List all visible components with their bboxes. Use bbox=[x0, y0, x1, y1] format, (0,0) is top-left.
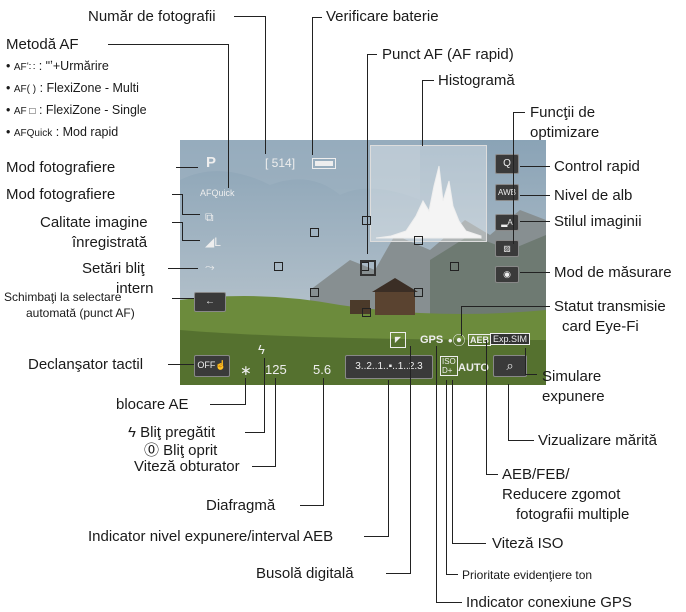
af-face-text: : ʺʼ+Urmărire bbox=[38, 59, 109, 73]
label-diafragma: Diafragmă bbox=[206, 497, 276, 514]
label-busola: Busolă digitală bbox=[256, 565, 354, 582]
image-quality-icon: ◢L bbox=[205, 235, 221, 249]
label-numar-fotografii: Număr de fotografii bbox=[88, 8, 216, 25]
af-point bbox=[362, 216, 371, 225]
label-simulare-2: expunere bbox=[542, 388, 605, 405]
af-method-indicator: AFQuick bbox=[200, 188, 235, 198]
exposure-simulation-indicator: Exp.SIM bbox=[490, 333, 531, 345]
label-gps-conexiune: Indicator conexiune GPS bbox=[466, 594, 632, 611]
label-indicator-expunere: Indicator nivel expunere/interval AEB bbox=[88, 528, 334, 545]
af-single-glyph: AF □ bbox=[13, 106, 36, 117]
label-control-rapid: Control rapid bbox=[554, 158, 640, 175]
af-list-item-face: • AFʽ∷ : ʺʼ+Urmărire bbox=[6, 59, 109, 73]
label-stilul-imaginii: Stilul imaginii bbox=[554, 213, 642, 230]
shots-remaining: [ 514] bbox=[265, 156, 296, 170]
af-list-item-quick: • AFQuick : Mod rapid bbox=[6, 125, 119, 139]
label-punct-af: Punct AF (AF rapid) bbox=[382, 46, 514, 63]
af-point bbox=[310, 288, 319, 297]
quick-control-button[interactable]: Q bbox=[495, 154, 519, 174]
af-list-item-multi: • AF( ) : FlexiZone - Multi bbox=[6, 81, 139, 95]
af-quick-glyph: AFQuick bbox=[13, 128, 53, 139]
label-nivel-alb: Nivel de alb bbox=[554, 187, 633, 204]
label-aeb-3: fotografii multiple bbox=[516, 506, 630, 523]
white-balance-indicator: AWB bbox=[495, 184, 519, 201]
label-mod-masurare: Mod de măsurare bbox=[554, 264, 672, 281]
af-face-glyph: AFʽ∷ bbox=[13, 62, 36, 73]
label-statut-eyefi-2: card Eye-Fi bbox=[562, 318, 639, 335]
label-setari-blit-1: Setări bliţ bbox=[82, 260, 145, 277]
label-viteza-obturator: Viteză obturator bbox=[134, 458, 240, 475]
af-point bbox=[310, 228, 319, 237]
label-blocare-ae: blocare AE bbox=[116, 396, 189, 413]
label-prioritate-ton: Prioritate evidenţiere ton bbox=[462, 568, 593, 582]
label-histograma: Histogramă bbox=[438, 72, 515, 89]
label-vizualizare-marita: Vizualizare mărită bbox=[538, 432, 657, 449]
digital-compass-icon: ◤ bbox=[390, 332, 406, 348]
auto-lighting-optimizer-icon: ▨ bbox=[495, 240, 519, 257]
af-switch-button[interactable]: ← bbox=[194, 292, 226, 312]
af-multi-glyph: AF( ) bbox=[13, 84, 37, 95]
label-metoda-af: Metodă AF bbox=[6, 36, 79, 53]
af-single-text: : FlexiZone - Single bbox=[38, 103, 147, 117]
label-mod-fotografiere-2: Mod fotografiere bbox=[6, 186, 116, 203]
drive-mode-icon: ⧉ bbox=[205, 210, 214, 224]
af-point bbox=[414, 288, 423, 297]
label-mod-fotografiere-1: Mod fotografiere bbox=[6, 159, 116, 176]
af-quick-text: : Mod rapid bbox=[55, 125, 119, 139]
af-multi-text: : FlexiZone - Multi bbox=[39, 81, 139, 95]
af-point bbox=[362, 308, 371, 317]
label-simulare-1: Simulare bbox=[542, 368, 602, 385]
shutter-speed-value: 125 bbox=[265, 362, 287, 377]
camera-lcd-screen: P AFQuick ⧉ ◢L ⤳ ← OFF☝ [ 514] Q AWB ▂A … bbox=[180, 140, 546, 385]
touch-shutter-button[interactable]: OFF☝ bbox=[194, 355, 230, 377]
label-blit-pregatit: ϟ Bliţ pregătit bbox=[128, 424, 216, 441]
af-point-active bbox=[360, 260, 376, 276]
label-schimbati-1: Schimbaţi la selectare bbox=[4, 290, 122, 304]
label-schimbati-2: automată (punct AF) bbox=[26, 306, 135, 320]
label-calitate-1: Calitate imagine bbox=[40, 214, 148, 231]
af-point bbox=[274, 262, 283, 271]
label-declansator: Declanşator tactil bbox=[28, 356, 144, 373]
label-statut-eyefi-1: Statut transmisie bbox=[554, 298, 666, 315]
metering-mode-icon: ◉ bbox=[495, 266, 519, 283]
landscape-photo bbox=[180, 140, 546, 385]
label-blit-oprit: ⓪ Bliţ oprit bbox=[144, 442, 218, 459]
label-viteza-iso: Viteză ISO bbox=[492, 535, 564, 552]
af-point bbox=[414, 236, 423, 245]
label-verificare-baterie: Verificare baterie bbox=[326, 8, 439, 25]
af-list-item-single: • AF □ : FlexiZone - Single bbox=[6, 103, 147, 117]
histogram-graph bbox=[375, 165, 482, 239]
label-aeb-2: Reducere zgomot bbox=[502, 486, 621, 503]
iso-value: AUTO bbox=[458, 362, 489, 374]
battery-icon bbox=[312, 158, 336, 169]
label-calitate-2: înregistrată bbox=[72, 234, 148, 251]
label-functii-optimizare-1: Funcţii de bbox=[530, 104, 596, 121]
flash-ready-indicator: ϟ bbox=[258, 342, 265, 357]
histogram-panel bbox=[370, 145, 487, 242]
magnify-button[interactable]: ⌕ bbox=[493, 355, 527, 377]
aeb-indicator: AEB bbox=[468, 334, 492, 346]
picture-style-indicator: ▂A bbox=[495, 214, 519, 231]
shooting-mode-indicator: P bbox=[205, 154, 216, 171]
ae-lock-indicator: ∗ bbox=[240, 362, 252, 378]
flash-settings-icon: ⤳ bbox=[205, 260, 215, 274]
label-functii-optimizare-2: optimizare bbox=[530, 124, 600, 141]
label-setari-blit-2: intern bbox=[116, 280, 154, 297]
gps-indicator: GPS bbox=[420, 334, 444, 346]
label-aeb-1: AEB/FEB/ bbox=[502, 466, 570, 483]
eyefi-icon: •⦿ bbox=[448, 333, 466, 348]
aperture-value: 5.6 bbox=[313, 362, 332, 377]
exposure-level-scale: 3..2..1..▪..1..2.3 bbox=[345, 355, 433, 379]
af-point bbox=[450, 262, 459, 271]
